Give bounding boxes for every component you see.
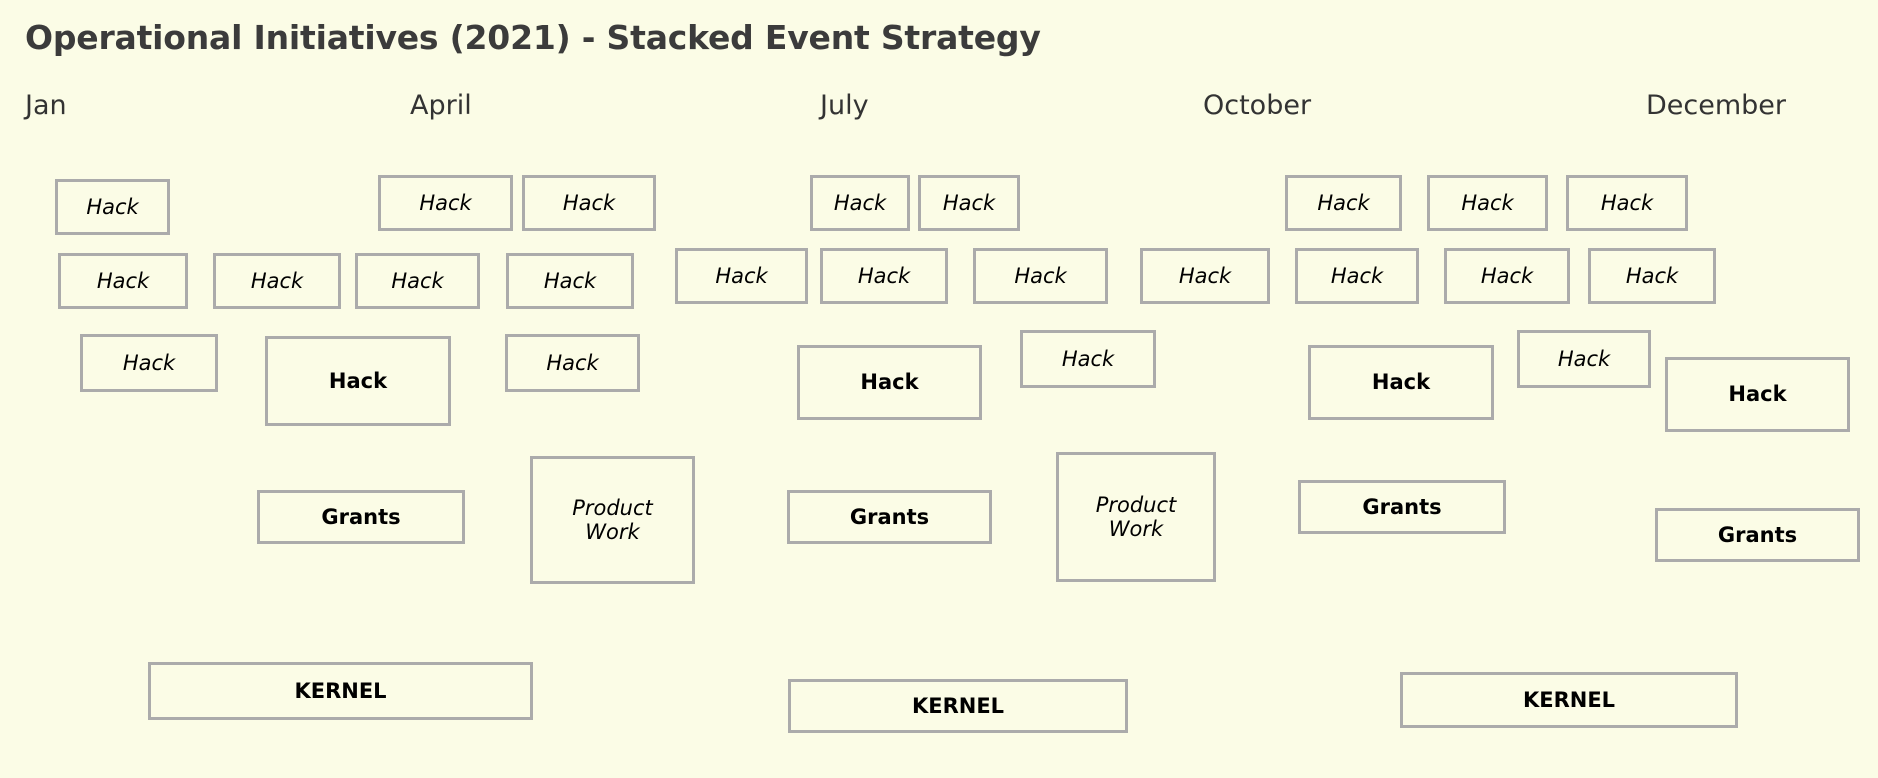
event-box-label: Hack: [96, 268, 150, 293]
event-box-kernel[interactable]: KERNEL: [1400, 672, 1738, 728]
event-box-label: Hack: [419, 190, 472, 215]
event-box-hack[interactable]: Hack: [1566, 175, 1688, 231]
event-box-hack[interactable]: Hack: [213, 253, 341, 309]
event-box-kernel[interactable]: KERNEL: [788, 679, 1128, 733]
event-box-grants[interactable]: Grants: [1298, 480, 1506, 534]
event-box-label: Hack: [250, 268, 304, 293]
event-box-label: Hack: [122, 350, 176, 375]
event-box-grants[interactable]: Grants: [787, 490, 992, 544]
event-box-label: Hack: [715, 263, 768, 288]
event-box-label: Hack: [546, 350, 599, 375]
event-box-label: Grants: [849, 504, 930, 529]
event-box-label: Hack: [1728, 382, 1787, 407]
axis-tick-label-april: April: [410, 90, 472, 121]
event-box-label: KERNEL: [911, 693, 1005, 718]
event-box-hack[interactable]: Hack: [1295, 248, 1419, 304]
event-box-label: Hack: [857, 263, 911, 288]
event-box-label: Hack: [1178, 263, 1232, 288]
event-box-label: Hack: [328, 368, 388, 393]
event-box-hack[interactable]: Hack: [675, 248, 808, 304]
event-box-label: Hack: [1014, 263, 1067, 288]
event-box-hack[interactable]: Hack: [1020, 330, 1156, 388]
event-box-label: Hack: [1330, 263, 1384, 288]
event-box-hack[interactable]: Hack: [1427, 175, 1548, 231]
event-box-label: KERNEL: [294, 678, 387, 703]
event-box-hack[interactable]: Hack: [820, 248, 948, 304]
event-box-hack[interactable]: Hack: [1444, 248, 1570, 304]
event-box-label: Hack: [1625, 263, 1679, 288]
event-box-hack[interactable]: Hack: [1140, 248, 1270, 304]
event-box-label: Hack: [543, 268, 597, 293]
event-box-label: Hack: [1600, 190, 1654, 215]
event-box-grants[interactable]: Grants: [257, 490, 465, 544]
axis-tick-label-jan: Jan: [25, 90, 67, 121]
event-box-hack[interactable]: Hack: [80, 334, 218, 392]
event-box-hack[interactable]: Hack: [797, 345, 982, 420]
event-box-hack[interactable]: Hack: [1285, 175, 1402, 231]
event-box-label: Hack: [1371, 370, 1431, 395]
event-box-hack[interactable]: Hack: [918, 175, 1020, 231]
event-box-hack[interactable]: Hack: [1665, 357, 1850, 432]
event-box-label: Hack: [1061, 346, 1115, 371]
event-box-hack[interactable]: Hack: [1308, 345, 1494, 420]
event-box-label: Hack: [860, 370, 919, 395]
event-box-grants[interactable]: Grants: [1655, 508, 1860, 562]
event-box-label: KERNEL: [1522, 687, 1616, 712]
page-title: Operational Initiatives (2021) - Stacked…: [25, 18, 1041, 57]
event-box-hack[interactable]: Hack: [522, 175, 656, 231]
axis-tick-label-july: July: [820, 90, 869, 121]
event-box-label: Grants: [1717, 522, 1798, 547]
event-box-hack[interactable]: Hack: [355, 253, 480, 309]
event-box-hack[interactable]: Hack: [265, 336, 451, 426]
event-box-hack[interactable]: Hack: [1588, 248, 1716, 304]
event-box-hack[interactable]: Hack: [1517, 330, 1651, 388]
event-box-hack[interactable]: Hack: [55, 179, 170, 235]
event-box-hack[interactable]: Hack: [810, 175, 910, 231]
event-box-label: Hack: [1317, 190, 1370, 215]
event-box-label: Grants: [1362, 494, 1442, 519]
event-box-label: Hack: [1557, 346, 1611, 371]
event-box-hack[interactable]: Hack: [973, 248, 1108, 304]
event-box-kernel[interactable]: KERNEL: [148, 662, 533, 720]
event-box-label: Hack: [391, 268, 444, 293]
event-box-hack[interactable]: Hack: [505, 334, 640, 392]
axis-tick-label-october: October: [1203, 90, 1312, 121]
event-box-hack[interactable]: Hack: [378, 175, 513, 231]
event-box-label: Hack: [86, 194, 139, 219]
event-box-hack[interactable]: Hack: [58, 253, 188, 309]
event-box-label: Hack: [1480, 263, 1534, 288]
event-box-label: Hack: [1461, 190, 1514, 215]
event-box-label: Hack: [562, 190, 616, 215]
event-box-label: Hack: [942, 190, 996, 215]
event-box-label: Grants: [321, 504, 401, 529]
event-box-hack[interactable]: Hack: [506, 253, 634, 309]
event-box-label: Hack: [833, 190, 887, 215]
axis-tick-label-december: December: [1646, 90, 1787, 121]
